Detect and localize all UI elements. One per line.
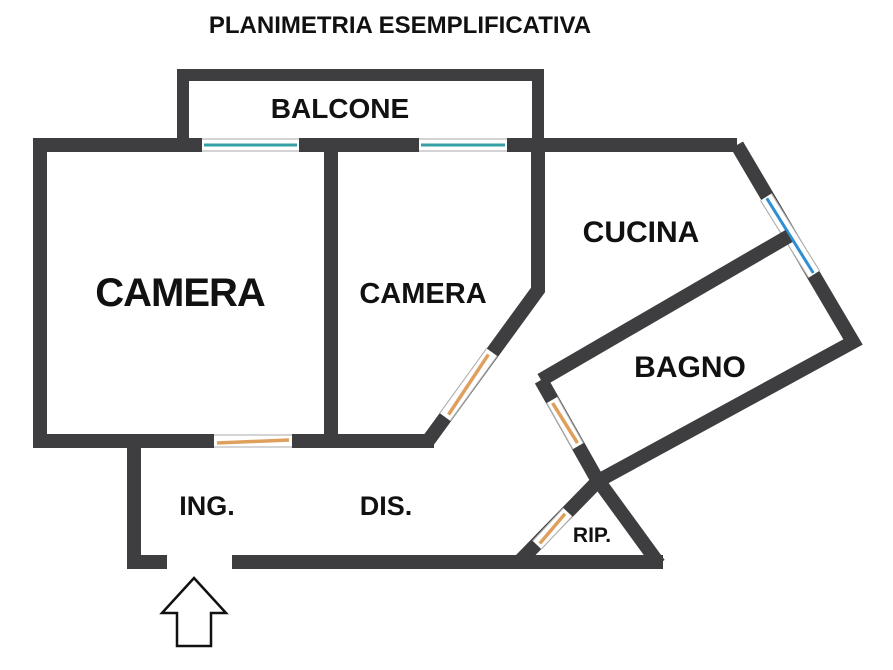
room-label-bagno: BAGNO — [634, 351, 746, 384]
room-label-disimpegno: DIS. — [360, 491, 413, 521]
room-label-balcone: BALCONE — [271, 93, 409, 124]
entrance-arrow-icon — [159, 576, 229, 648]
balcony-wall — [177, 69, 544, 151]
rip-right-wall — [594, 478, 665, 569]
window-camera2-balcony — [419, 138, 507, 152]
entrance-left-wall — [127, 441, 167, 569]
plan-title: PLANIMETRIA ESEMPLIFICATIVA — [209, 12, 591, 39]
window-cucina-bagno — [760, 193, 821, 278]
room-label-ingresso: ING. — [179, 491, 235, 521]
cucina-bagno-divider-wall — [537, 229, 793, 387]
room-label-ripostiglio: RIP. — [573, 524, 611, 547]
room-label-camera-1: CAMERA — [95, 271, 265, 315]
door-camera1 — [214, 434, 292, 448]
outer-wall-right-diagonal — [594, 141, 863, 488]
door-camera2 — [439, 348, 498, 422]
door-bagno — [546, 396, 584, 450]
door-rip — [532, 507, 573, 550]
room-label-camera-2: CAMERA — [359, 278, 486, 310]
room-label-cucina: CUCINA — [583, 216, 700, 249]
window-camera1-balcony — [202, 138, 299, 152]
